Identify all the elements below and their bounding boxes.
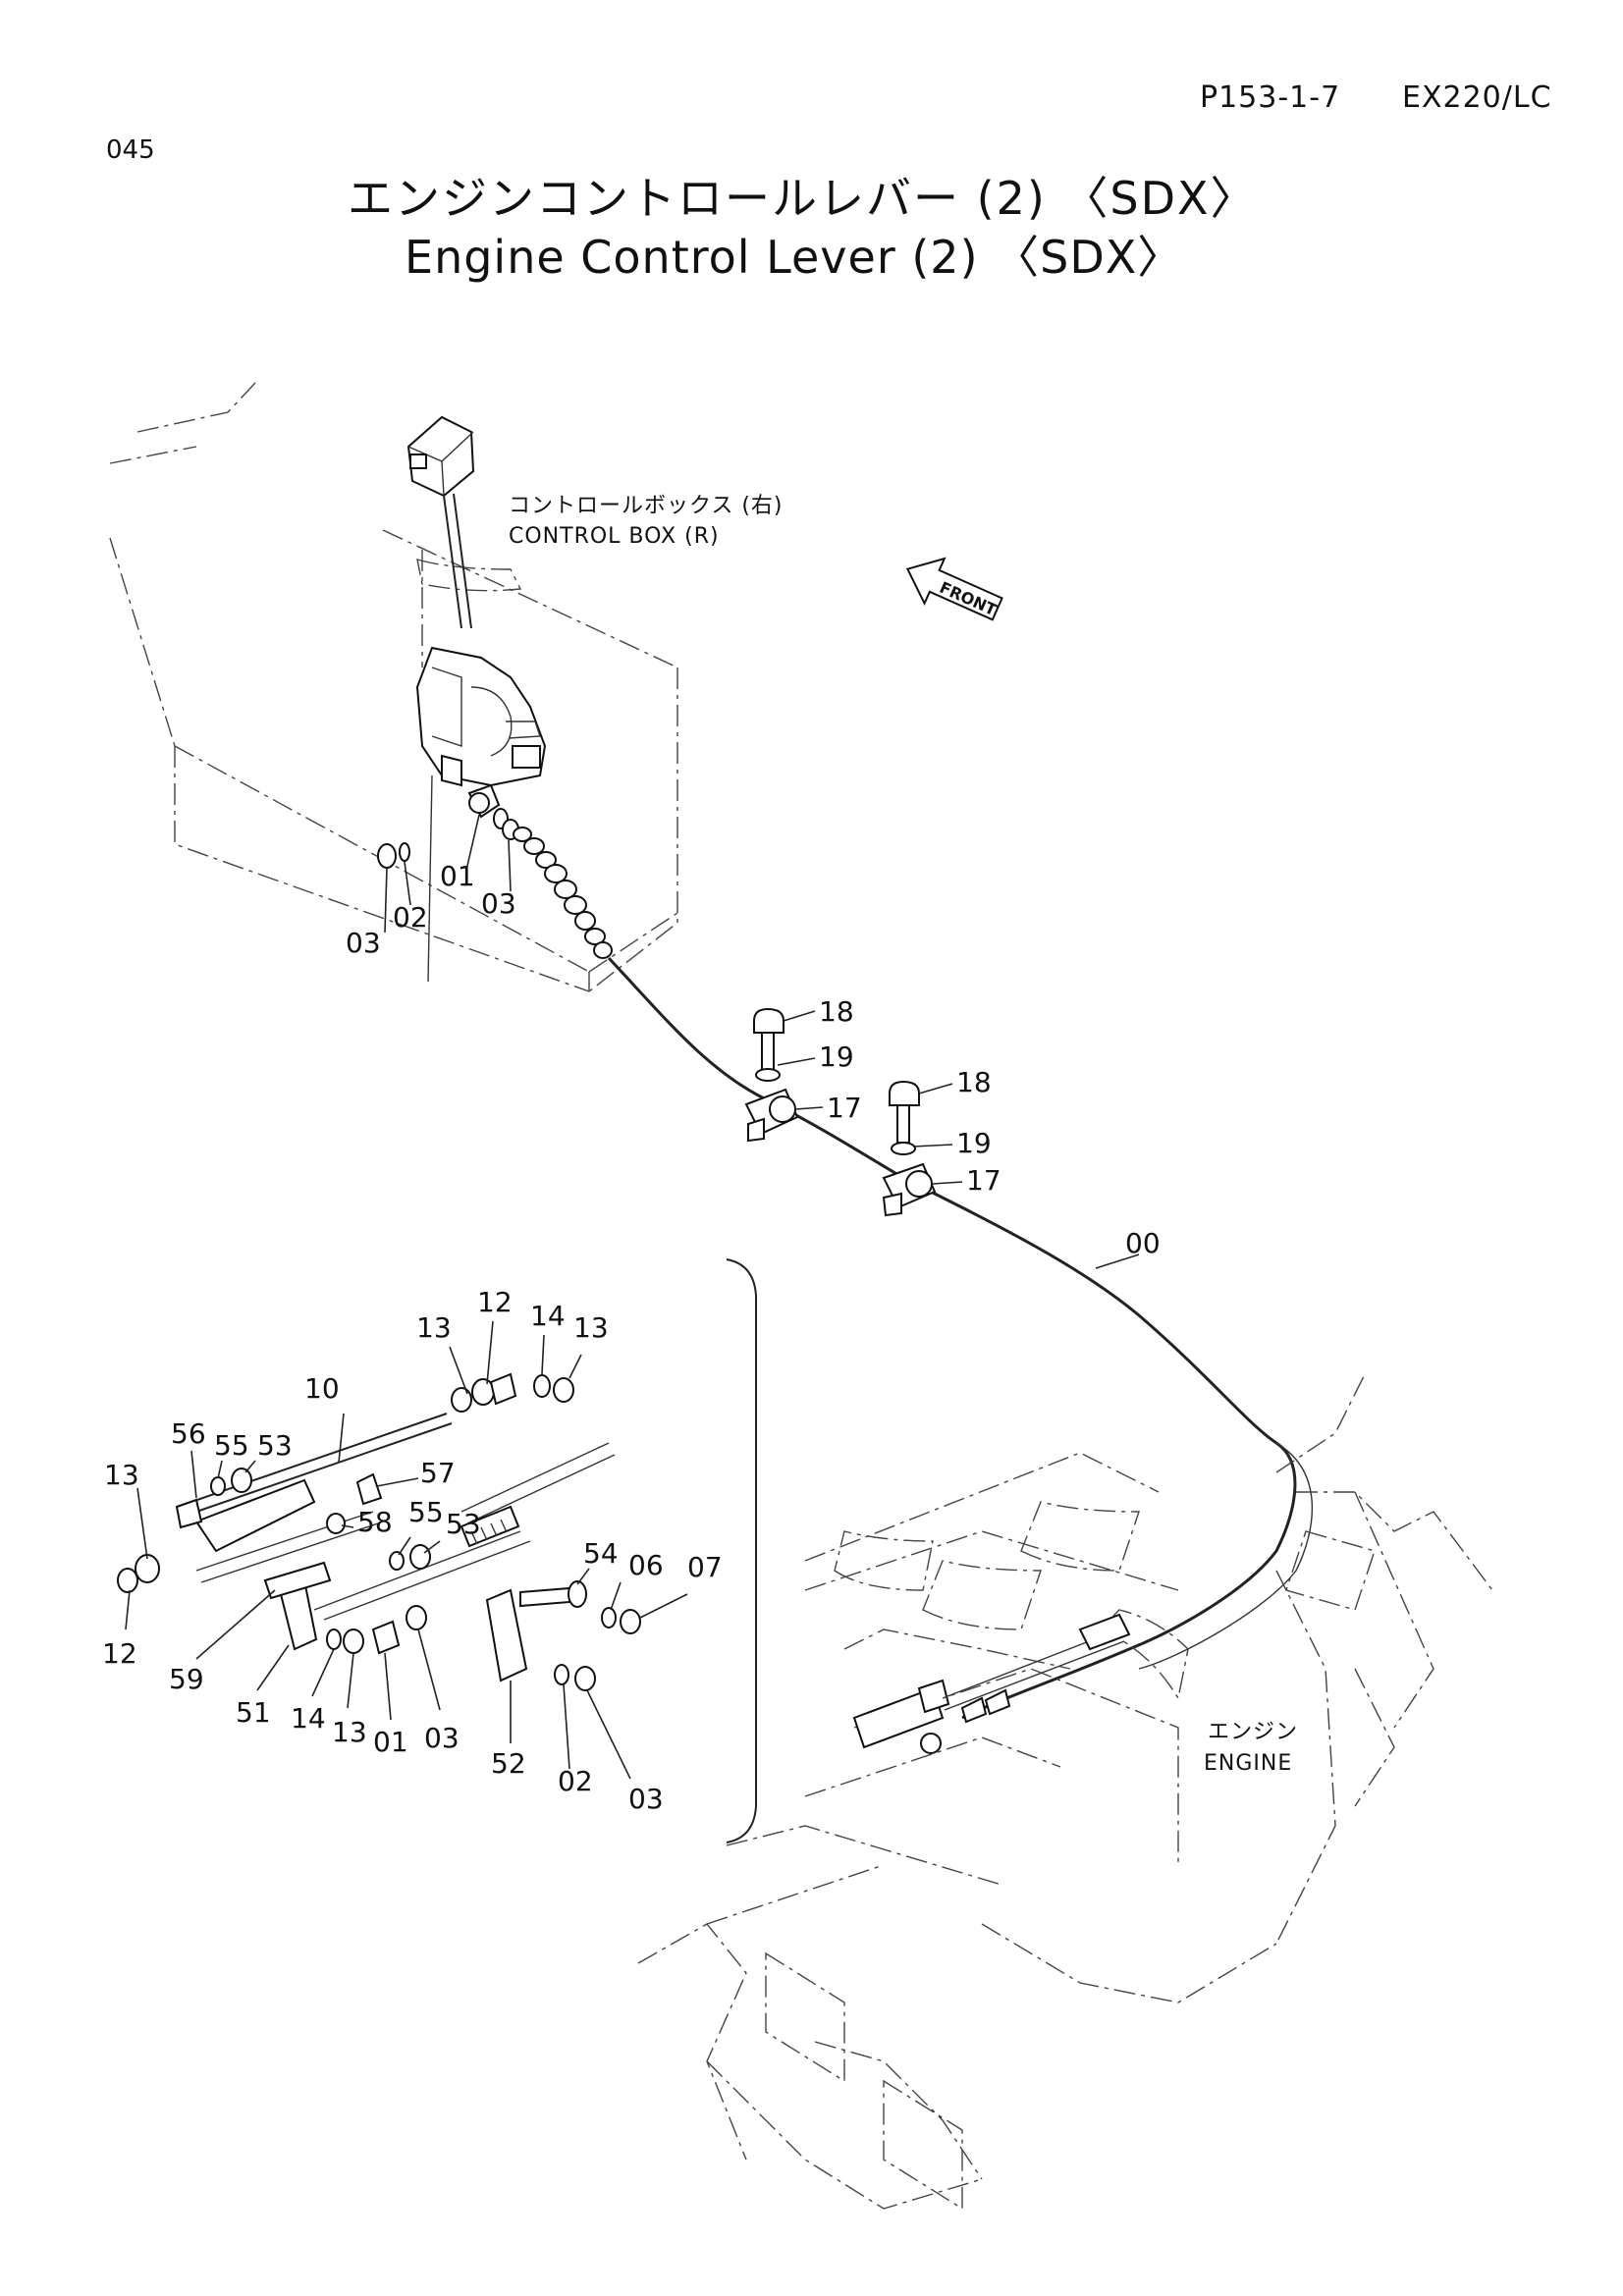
lever-bracket-icon bbox=[415, 646, 547, 983]
page-title-english: Engine Control Lever (2) 〈SDX〉 bbox=[405, 231, 1184, 284]
callout-18: 18 bbox=[956, 1066, 992, 1098]
cable-clamp-lower-icon bbox=[882, 1162, 937, 1217]
callout-03: 03 bbox=[481, 887, 516, 920]
callouts: 01 03 02 03 18 19 17 18 19 17 00 12 13 1… bbox=[102, 860, 1161, 1815]
engine-label-japanese: エンジン bbox=[1208, 1720, 1299, 1744]
callout-12: 12 bbox=[102, 1637, 137, 1670]
callout-17: 17 bbox=[966, 1164, 1001, 1197]
detail-bracket-icon bbox=[726, 1258, 757, 1843]
control-lever-knob-icon bbox=[406, 415, 475, 629]
control-cable-icon bbox=[607, 956, 1297, 1720]
callout-12: 12 bbox=[477, 1286, 513, 1318]
callout-19: 19 bbox=[956, 1127, 992, 1159]
callout-17: 17 bbox=[827, 1092, 862, 1124]
control-box-label-english: CONTROL BOX (R) bbox=[509, 524, 720, 549]
callout-01: 01 bbox=[373, 1726, 408, 1758]
ball-joint-upper-icon bbox=[467, 783, 519, 840]
callout-13: 13 bbox=[416, 1311, 452, 1344]
callout-07: 07 bbox=[687, 1551, 723, 1583]
callout-13: 13 bbox=[104, 1459, 139, 1491]
callout-59: 59 bbox=[169, 1663, 204, 1695]
callout-13: 13 bbox=[573, 1311, 609, 1344]
page-code: P153-1-7 bbox=[1200, 80, 1341, 115]
callout-03: 03 bbox=[346, 927, 381, 959]
engine-cable-end-icon bbox=[852, 1613, 1131, 1754]
callout-10: 10 bbox=[304, 1372, 340, 1405]
callout-13: 13 bbox=[332, 1716, 367, 1748]
front-direction-arrow-icon: FRONT bbox=[905, 557, 1003, 621]
model-code: EX220/LC bbox=[1402, 80, 1552, 115]
callout-03: 03 bbox=[424, 1722, 460, 1754]
callout-55: 55 bbox=[214, 1429, 249, 1462]
page-title-japanese: エンジンコントロールレバー (2) 〈SDX〉 bbox=[348, 172, 1258, 225]
callout-02: 02 bbox=[393, 901, 428, 934]
callout-58: 58 bbox=[357, 1506, 393, 1538]
cable-clamp-upper-icon bbox=[744, 1088, 799, 1143]
engine-outline bbox=[637, 1373, 1493, 2211]
bolt-lower-icon bbox=[889, 1080, 920, 1155]
leader-lines bbox=[125, 814, 1140, 1780]
detail-exploded-view bbox=[117, 1372, 641, 1691]
control-box-outline bbox=[109, 382, 678, 992]
callout-55: 55 bbox=[408, 1496, 444, 1528]
callout-01: 01 bbox=[440, 860, 475, 892]
callout-57: 57 bbox=[420, 1457, 456, 1489]
callout-00: 00 bbox=[1125, 1227, 1161, 1259]
callout-52: 52 bbox=[491, 1747, 526, 1780]
bolt-upper-icon bbox=[753, 1007, 784, 1082]
callout-14: 14 bbox=[291, 1702, 326, 1735]
callout-18: 18 bbox=[819, 995, 854, 1028]
engine-label-english: ENGINE bbox=[1204, 1751, 1293, 1776]
callout-51: 51 bbox=[236, 1696, 271, 1729]
callout-06: 06 bbox=[628, 1549, 664, 1581]
nut-washer-left-icon bbox=[377, 842, 410, 869]
control-box-label-japanese: コントロールボックス (右) bbox=[509, 494, 784, 518]
callout-03: 03 bbox=[628, 1783, 664, 1815]
control-cable-sheath-icon bbox=[1138, 1442, 1314, 1670]
cable-boot-upper-icon bbox=[513, 827, 613, 959]
callout-53: 53 bbox=[446, 1508, 481, 1540]
callout-54: 54 bbox=[583, 1537, 619, 1570]
callout-02: 02 bbox=[558, 1765, 593, 1797]
callout-56: 56 bbox=[171, 1417, 206, 1450]
page-number: 045 bbox=[106, 135, 155, 165]
callout-53: 53 bbox=[257, 1429, 293, 1462]
callout-19: 19 bbox=[819, 1041, 854, 1073]
callout-14: 14 bbox=[530, 1300, 566, 1332]
